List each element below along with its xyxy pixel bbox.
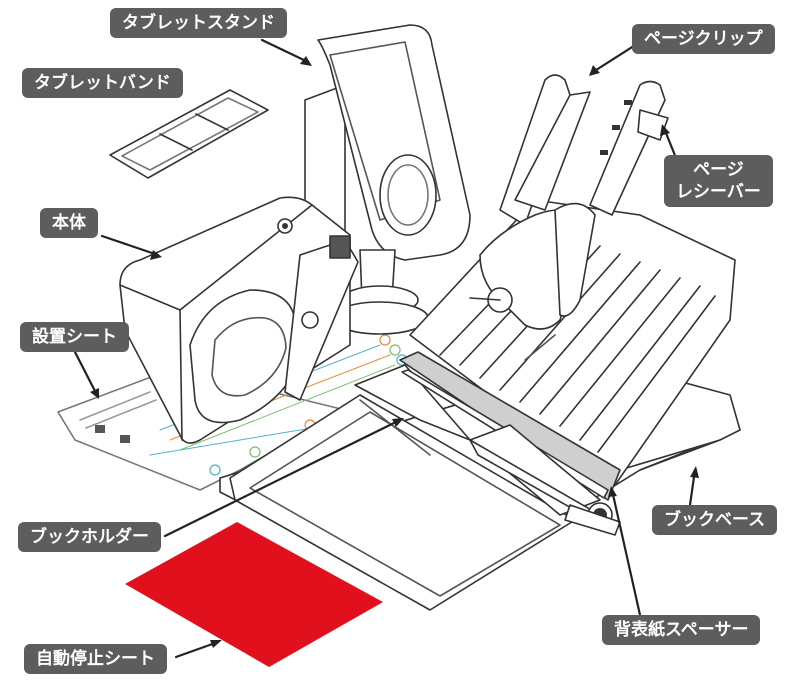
main-body-art — [119, 196, 359, 444]
label-spine-spacer: 背表紙スペーサー — [602, 615, 761, 645]
label-setup-sheet: 設置シート — [20, 322, 129, 352]
tablet-stand-art — [304, 24, 471, 335]
label-page-receiver-line1: ページ — [693, 160, 744, 180]
label-auto-stop-sheet: 自動停止シート — [24, 644, 167, 674]
leader-lines — [73, 38, 699, 659]
spine-spacer-art — [399, 351, 621, 536]
label-book-base: ブックベース — [652, 505, 778, 535]
page-clip-art — [469, 74, 596, 330]
tablet-band-art — [109, 89, 269, 179]
label-page-receiver-line2: レシーバー — [676, 182, 761, 202]
label-page-receiver: ページ レシーバー — [664, 155, 773, 207]
page-receiver-rail-art — [589, 80, 669, 216]
label-main-body: 本体 — [40, 208, 98, 238]
auto-stop-sheet — [125, 522, 383, 667]
label-book-holder: ブックホルダー — [18, 522, 161, 552]
label-page-clip: ページクリップ — [632, 24, 775, 54]
label-tablet-stand: タブレットスタンド — [110, 8, 287, 38]
book-holder-art — [229, 364, 576, 611]
label-tablet-band: タブレットバンド — [22, 68, 183, 98]
